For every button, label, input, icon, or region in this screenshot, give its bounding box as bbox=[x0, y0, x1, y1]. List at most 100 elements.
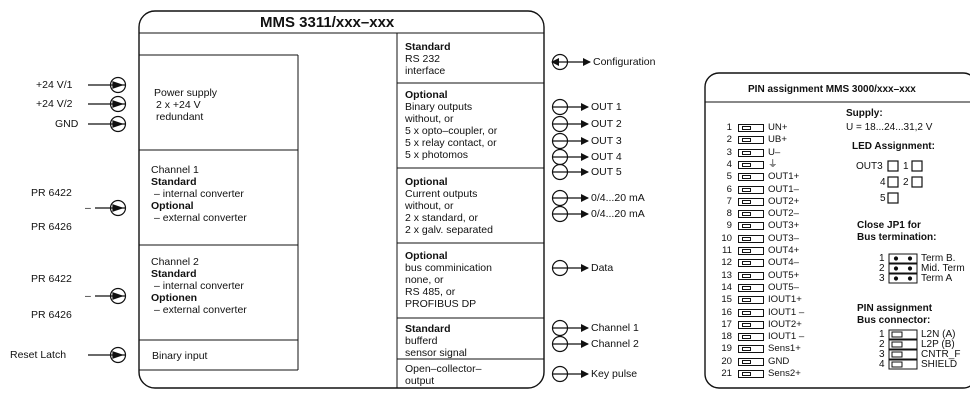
terminal-icon bbox=[738, 124, 764, 132]
output-label-out5: OUT 5 bbox=[591, 166, 622, 178]
output-label-data: Data bbox=[591, 262, 614, 274]
terminal-icon bbox=[738, 173, 764, 182]
ch1-title: Channel 1 bbox=[151, 164, 199, 176]
bus-connector-boxes bbox=[888, 329, 918, 370]
jp1-title-line-2: Bus termination: bbox=[857, 231, 937, 243]
pin-label: UN+ bbox=[768, 122, 788, 133]
ch2-standard-text: – internal converter bbox=[154, 280, 244, 292]
input-label-reset-latch: Reset Latch bbox=[10, 349, 67, 361]
power-line-1: Power supply bbox=[154, 87, 218, 99]
pin-label: OUT5– bbox=[768, 281, 799, 293]
terminal-icon bbox=[738, 283, 764, 292]
terminal-icon bbox=[738, 185, 764, 194]
ch2-title: Channel 2 bbox=[151, 256, 199, 268]
pin-label: IOUT1 – bbox=[768, 331, 805, 343]
rs232-line-2: interface bbox=[405, 65, 446, 77]
terminal-icon bbox=[738, 222, 764, 231]
pin-label: U– bbox=[768, 146, 781, 158]
pin-number: 13 bbox=[721, 269, 732, 281]
pin-number: 9 bbox=[726, 220, 732, 232]
current-out-head: Optional bbox=[405, 176, 448, 188]
current-out-line-4: 2 x galv. separated bbox=[405, 224, 493, 236]
oc-line-2: output bbox=[405, 375, 435, 387]
pin-number: 3 bbox=[726, 146, 732, 158]
led-title: LED Assignment: bbox=[852, 141, 935, 152]
bus-line-1: bus comminication bbox=[405, 262, 492, 274]
supply-title: Supply: bbox=[846, 108, 883, 119]
pin-label: OUT3+ bbox=[768, 220, 800, 232]
pin-number: 7 bbox=[726, 195, 732, 207]
pin-label: OUT4+ bbox=[768, 245, 800, 256]
pin-number: 16 bbox=[721, 306, 732, 318]
terminal-icon bbox=[738, 296, 764, 305]
jp1-label-2: Mid. Term bbox=[921, 263, 965, 274]
block-bus-communication: Optional bus comminication none, or RS 4… bbox=[405, 250, 492, 310]
pin-number: 8 bbox=[726, 208, 732, 220]
led-label-out3: OUT3 bbox=[856, 161, 883, 172]
jp1-num-3: 3 bbox=[879, 273, 885, 284]
terminal-icon bbox=[738, 148, 764, 157]
current-out-line-1: Current outputs bbox=[405, 188, 478, 200]
ch1-optional-text: – external converter bbox=[154, 212, 247, 224]
sensor-line-2: sensor signal bbox=[405, 347, 467, 359]
rs232-line-1: RS 232 bbox=[405, 53, 441, 65]
led-label-2: 2 bbox=[903, 177, 909, 188]
bus-pin-num-4: 4 bbox=[879, 359, 885, 370]
pin-label: Sens2+ bbox=[768, 368, 801, 379]
output-label-out2: OUT 2 bbox=[591, 118, 622, 130]
ch2-optional-text: – external converter bbox=[154, 304, 247, 316]
terminal-icon bbox=[738, 370, 764, 378]
jp1-title-line-1: Close JP1 for bbox=[857, 220, 921, 231]
block-power-supply: Power supply 2 x +24 V redundant bbox=[154, 87, 217, 123]
module-outline bbox=[138, 10, 545, 389]
block-current-outputs: Optional Current outputs without, or 2 x… bbox=[405, 176, 493, 236]
jp1-label-1: Term B. bbox=[921, 253, 956, 264]
output-label-out4: OUT 4 bbox=[591, 151, 622, 163]
terminal-icon bbox=[738, 210, 764, 219]
pin-number: 18 bbox=[721, 331, 732, 343]
block-open-collector: Open–collector– output bbox=[405, 363, 481, 387]
block-binary-input: Binary input bbox=[152, 350, 208, 362]
ch2-standard: Standard bbox=[151, 268, 197, 280]
pin-label: OUT2+ bbox=[768, 195, 800, 207]
bus-pin-num-2: 2 bbox=[879, 339, 885, 350]
power-line-2: 2 x +24 V bbox=[156, 99, 201, 111]
terminal-icon bbox=[738, 259, 764, 268]
jp1-num-1: 1 bbox=[879, 253, 885, 264]
pin-number: 20 bbox=[721, 355, 732, 367]
pin-number: 10 bbox=[721, 232, 732, 244]
bus-pin-label-4: SHIELD bbox=[921, 359, 958, 370]
pin-panel-title: PIN assignment MMS 3000/xxx–xxx bbox=[748, 84, 916, 95]
terminal-icon bbox=[738, 320, 764, 329]
pin-label: IOUT1+ bbox=[768, 294, 802, 306]
block-channel-2: Channel 2 Standard – internal converter … bbox=[151, 256, 247, 316]
current-out-line-3: 2 x standard, or bbox=[405, 212, 478, 224]
supply-text: U = 18...24...31,2 V bbox=[846, 122, 933, 133]
ch2-optional: Optionen bbox=[151, 292, 198, 304]
jp1-label-3: Term A bbox=[921, 273, 953, 284]
pin-number: 17 bbox=[721, 318, 732, 330]
pin-number: 6 bbox=[726, 183, 732, 195]
block-binary-outputs: Optional Binary outputs without, or 5 x … bbox=[405, 89, 497, 161]
pin-label: OUT2– bbox=[768, 208, 799, 220]
pin-row: 18 IOUT1 – bbox=[712, 332, 842, 343]
output-label-channel-1: Channel 1 bbox=[591, 322, 639, 334]
binary-out-head: Optional bbox=[405, 89, 448, 101]
input-connectors bbox=[88, 76, 127, 364]
block-channel-1: Channel 1 Standard – internal converter … bbox=[151, 164, 247, 224]
pin-label: OUT4– bbox=[768, 257, 799, 269]
terminal-icon bbox=[738, 271, 764, 280]
bus-pin-num-1: 1 bbox=[879, 329, 885, 340]
terminal-icon bbox=[738, 247, 764, 255]
